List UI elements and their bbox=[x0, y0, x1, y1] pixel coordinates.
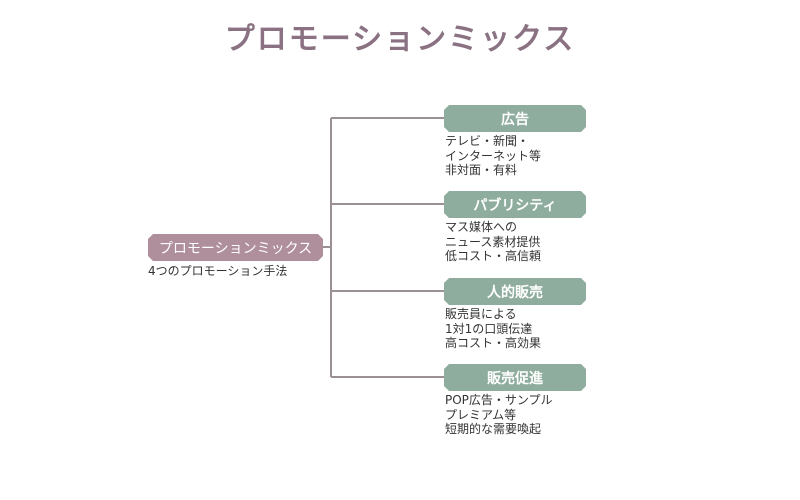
child-node-sales-promotion: 販売促進 bbox=[444, 364, 586, 391]
description-line: 非対面・有料 bbox=[445, 163, 518, 177]
description-line: インターネット等 bbox=[445, 148, 542, 163]
child-node-label: パブリシティ bbox=[473, 197, 557, 214]
description-line: 高コスト・高効果 bbox=[445, 336, 542, 350]
child-node-advertising: 広告 bbox=[444, 105, 586, 132]
child-description-personal-selling: 販売員による 1対1の口頭伝達 高コスト・高効果 bbox=[445, 307, 541, 351]
description-line: ニュース素材提供 bbox=[445, 234, 541, 249]
child-description-publicity: マス媒体への ニュース素材提供 低コスト・高信頼 bbox=[445, 220, 541, 264]
description-line: 短期的な需要喚起 bbox=[445, 422, 542, 436]
page-title: プロモーションミックス bbox=[224, 22, 576, 57]
root-node-label: プロモーションミックス bbox=[158, 240, 313, 257]
child-node-label: 人的販売 bbox=[487, 284, 543, 301]
description-line: プレミアム等 bbox=[445, 407, 517, 422]
root-subtitle: 4つのプロモーション手法 bbox=[148, 264, 288, 278]
description-line: 販売員による bbox=[445, 307, 517, 321]
description-line: 低コスト・高信頼 bbox=[445, 249, 542, 263]
child-node-personal-selling: 人的販売 bbox=[444, 278, 586, 305]
root-node: プロモーションミックス bbox=[148, 234, 323, 261]
description-line: 1対1の口頭伝達 bbox=[445, 321, 533, 336]
child-node-label: 販売促進 bbox=[487, 370, 543, 387]
child-description-advertising: テレビ・新聞・ インターネット等 非対面・有料 bbox=[445, 134, 541, 178]
description-line: POP広告・サンプル bbox=[445, 393, 553, 407]
child-node-label: 広告 bbox=[501, 111, 529, 128]
child-description-sales-promotion: POP広告・サンプル プレミアム等 短期的な需要喚起 bbox=[445, 393, 553, 437]
child-node-publicity: パブリシティ bbox=[444, 191, 586, 218]
description-line: テレビ・新聞・ bbox=[445, 134, 530, 148]
description-line: マス媒体への bbox=[445, 220, 518, 234]
